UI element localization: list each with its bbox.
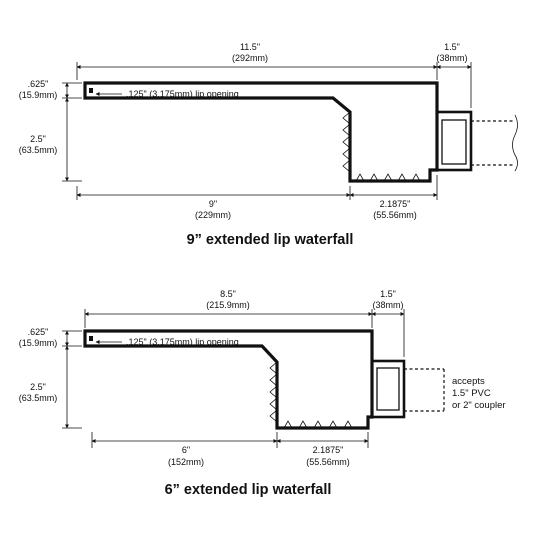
teeth-left-9in [342,111,351,173]
dim-right-in-9in: 1.5" [444,42,460,52]
dim-top-in-6in: 8.5" [220,289,236,299]
lip-opening-label-6in: .125" (3.175mm) lip opening [126,337,239,347]
teeth-left-6in [269,361,278,423]
dim-drop-in-6in: 2.5" [30,382,46,392]
dim-drop-in-9in: 2.5" [30,134,46,144]
diagram-9in: 11.5" (292mm) 1.5" (38mm) .625" (15.9mm)… [19,42,518,248]
dim-top-mm-6in: (215.9mm) [206,300,250,310]
dim-bottom-left-in-9in: 9" [209,199,217,209]
pipe-break-9in [512,114,518,172]
dim-bottom-left-in-6in: 6" [182,445,190,455]
dim-bottom-left-mm-6in: (152mm) [168,457,204,467]
dim-bottom-left-mm-9in: (229mm) [195,210,231,220]
dim-bottom-right-mm-6in: (55.56mm) [306,457,350,467]
teeth-bottom-6in [283,420,353,429]
dim-bottom-right-in-9in: 2.1875" [380,199,411,209]
diagram-6in: 8.5" (215.9mm) 1.5" (38mm) .625" (15.9mm… [19,289,506,498]
dim-top-in-9in: 11.5" [240,42,260,52]
outlet-box-6in [370,359,406,419]
dim-lip-in-9in: .625" [28,79,49,89]
dim-lip-mm-6in: (15.9mm) [19,338,58,348]
dim-drop-mm-6in: (63.5mm) [19,393,58,403]
note-line-2: 1.5" PVC [452,388,491,399]
dim-drop-mm-9in: (63.5mm) [19,145,58,155]
dim-lip-mm-9in: (15.9mm) [19,90,58,100]
dim-bottom-right-mm-9in: (55.56mm) [373,210,417,220]
dim-right-in-6in: 1.5" [380,289,396,299]
outlet-inner-6in [376,367,400,411]
caption-9in: 9” extended lip waterfall [187,232,354,248]
dim-bottom-right-in-6in: 2.1875" [313,445,344,455]
lip-opening-label-9in: .125" (3.175mm) lip opening [126,89,239,99]
note-line-3: or 2" coupler [452,400,506,411]
teeth-bottom-9in [355,173,421,182]
note-line-1: accepts [452,376,485,387]
lip-opening-mark-6in [89,336,93,341]
outlet-box-9in [435,110,473,172]
dim-top-mm-9in: (292mm) [232,53,268,63]
dim-right-mm-9in: (38mm) [437,53,468,63]
caption-6in: 6” extended lip waterfall [165,482,332,498]
lip-opening-mark-9in [89,88,93,93]
dim-right-mm-6in: (38mm) [373,300,404,310]
outlet-inner-9in [441,119,467,165]
dim-lip-in-6in: .625" [28,327,49,337]
